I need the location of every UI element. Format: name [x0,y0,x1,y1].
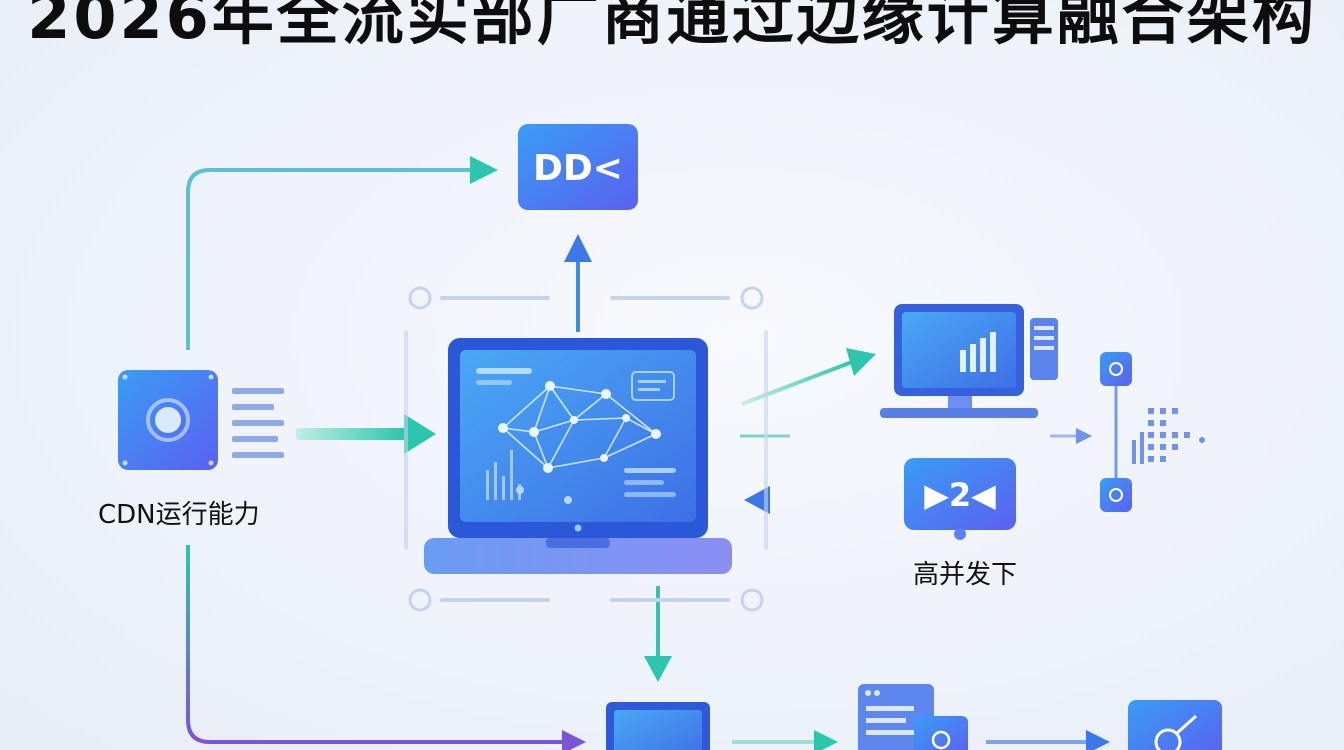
far-right-chain [1100,352,1132,512]
arrowhead-back [744,486,770,514]
left-data-lines [232,388,284,458]
connector-left-to-bottom [186,545,570,744]
cdn-capability-label: CDN运行能力 [98,500,260,530]
right-node-tile: ▶2◀ [904,458,1016,540]
top-node-text: DD< [533,148,623,189]
connector-left-to-top [186,168,478,350]
bottom-network-tile [1128,700,1222,750]
right-node-text: ▶2◀ [924,476,996,514]
connector-left-to-laptop [296,428,406,440]
arrowhead-top [470,156,498,184]
arrowhead-bottom-left [562,730,586,750]
arrowhead-up [564,234,592,262]
connector-laptop-to-monitor [741,360,853,406]
laptop-icon [424,338,732,574]
page-title: 2026年全流实部广商通过边缘计算融合架构 [27,0,1317,53]
laptop-frame-dots [404,286,768,612]
arrowhead-laptop [404,414,436,454]
high-concurrency-label: 高并发下 [913,560,1018,590]
bottom-server-icon [858,684,968,750]
arrowhead-down [644,656,672,682]
left-node-tile [118,370,218,470]
right-monitor-icon [880,304,1058,418]
arrowhead-monitor [846,348,876,376]
top-node-tile: DD< [518,124,638,210]
far-right-dots [1132,408,1205,464]
bottom-monitor-icon [606,702,710,750]
